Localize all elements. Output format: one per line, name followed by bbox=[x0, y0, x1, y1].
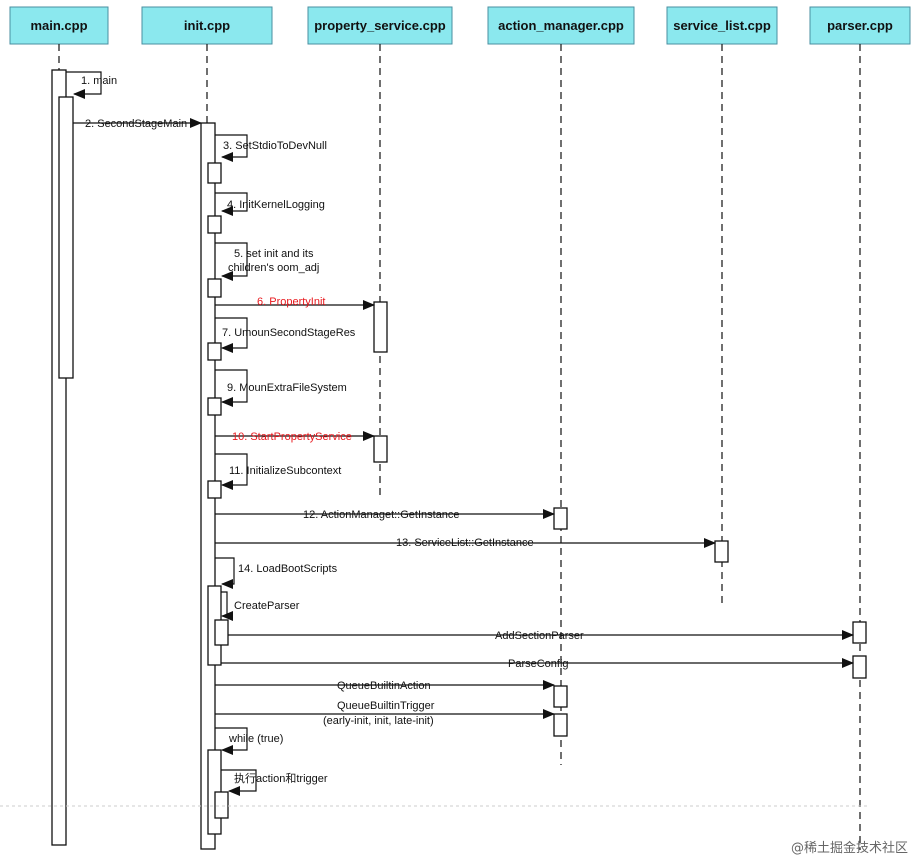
activation-main-nested bbox=[58, 96, 74, 379]
message-label-2: 2. SecondStageMain bbox=[85, 118, 187, 130]
message-label-while: while (true) bbox=[228, 733, 283, 745]
message-label-7: 7. UmounSecondStageRes bbox=[222, 327, 356, 339]
message-label-5a: 5. set init and its bbox=[234, 248, 314, 260]
participant-label: property_service.cpp bbox=[314, 18, 446, 33]
message-arrow bbox=[221, 769, 257, 796]
participant-label: action_manager.cpp bbox=[498, 18, 624, 33]
message-label-execute: 执行action和trigger bbox=[234, 771, 328, 785]
participant-init: init.cpp bbox=[141, 6, 273, 45]
activation-parser-addsection bbox=[852, 621, 867, 644]
participant-action-manager: action_manager.cpp bbox=[487, 6, 635, 45]
message-arrow bbox=[215, 557, 235, 589]
message-label-createparser: CreateParser bbox=[234, 600, 300, 612]
activation-property-start bbox=[373, 435, 388, 463]
message-label-6: 6. PropertyInit bbox=[257, 296, 325, 308]
message-label-queuebuiltinaction: QueueBuiltinAction bbox=[337, 680, 431, 692]
activation-parser-parseconfig bbox=[852, 655, 867, 679]
message-label-parseconfig: ParseConfig bbox=[508, 658, 569, 670]
message-arrow bbox=[215, 134, 248, 162]
activation-init-9 bbox=[207, 397, 222, 416]
message-label-3: 3. SetStdioToDevNull bbox=[223, 140, 327, 152]
message-arrow bbox=[215, 727, 248, 755]
activation-action-queuetrigger bbox=[553, 713, 568, 737]
message-label-queuebuiltintrigger: QueueBuiltinTrigger bbox=[337, 700, 435, 712]
activation-init-execute bbox=[214, 791, 229, 819]
participant-property-service: property_service.cpp bbox=[307, 6, 453, 45]
message-label-4: 4. InitKernelLogging bbox=[227, 199, 325, 211]
message-arrow bbox=[215, 453, 248, 490]
participant-parser: parser.cpp bbox=[809, 6, 911, 45]
activation-init-11 bbox=[207, 480, 222, 499]
message-arrow bbox=[221, 591, 233, 621]
participant-service-list: service_list.cpp bbox=[666, 6, 778, 45]
watermark: @稀土掘金技术社区 bbox=[791, 840, 908, 856]
activation-init-3 bbox=[207, 162, 222, 184]
participant-label: init.cpp bbox=[184, 18, 230, 33]
message-arrow bbox=[215, 242, 248, 281]
activation-init-7 bbox=[207, 342, 222, 361]
message-arrow bbox=[215, 192, 248, 216]
participant-main: main.cpp bbox=[9, 6, 109, 45]
participant-label: service_list.cpp bbox=[673, 18, 771, 33]
message-label-12: 12. ActionManaget::GetInstance bbox=[303, 509, 460, 521]
participant-label: main.cpp bbox=[30, 18, 87, 33]
message-label-9: 9. MounExtraFileSystem bbox=[227, 382, 347, 394]
message-label-trigger-args: (early-init, init, late-init) bbox=[323, 715, 434, 727]
message-label-1: 1. main bbox=[81, 75, 117, 87]
activation-action-getinstance bbox=[553, 507, 568, 530]
message-label-addsectionparser: AddSectionParser bbox=[495, 630, 584, 642]
activation-init-4 bbox=[207, 215, 222, 234]
message-arrow bbox=[215, 317, 248, 353]
message-label-10: 10. StartPropertyService bbox=[232, 431, 352, 443]
activation-init-5 bbox=[207, 278, 222, 298]
message-label-14: 14. LoadBootScripts bbox=[238, 563, 338, 575]
message-arrow bbox=[215, 369, 248, 407]
message-label-13: 13. ServiceList::GetInstance bbox=[396, 537, 534, 549]
message-arrow bbox=[66, 71, 102, 99]
participant-label: parser.cpp bbox=[827, 18, 893, 33]
activation-property-init bbox=[373, 301, 388, 353]
message-label-11: 11. InitializeSubcontext bbox=[229, 465, 341, 477]
activation-action-queueaction bbox=[553, 685, 568, 708]
message-label-5b: children's oom_adj bbox=[228, 262, 319, 274]
activation-init-createparser bbox=[214, 619, 229, 646]
activation-servicelist-getinstance bbox=[714, 540, 729, 563]
